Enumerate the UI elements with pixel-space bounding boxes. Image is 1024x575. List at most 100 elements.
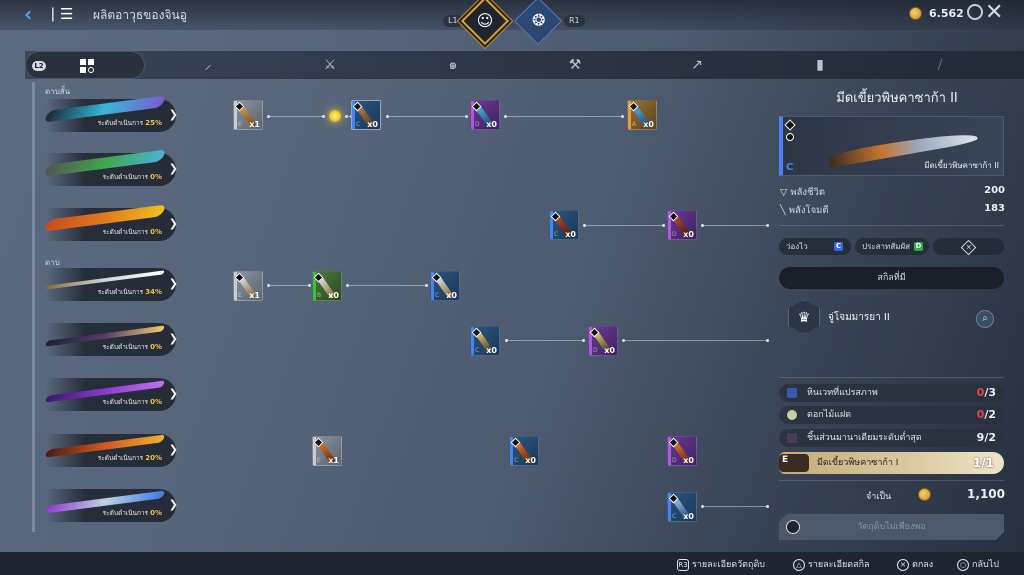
stick-icon: ❘	[47, 6, 59, 22]
weapon-detail-panel: มีดเขี้ยวพิษคาซาก้า II C มีดเขี้ยวพิษคาซ…	[770, 82, 1024, 552]
required-weapon-row[interactable]: E มีดเขี้ยวพิษคาซาก้า I 1/1	[779, 452, 1004, 474]
divider	[779, 480, 1004, 481]
category-claw[interactable]: ๑	[443, 55, 463, 75]
long-sword-icon: ⚔	[323, 57, 337, 73]
character-portrait-icon: ☺	[476, 11, 494, 30]
chevron-right-icon: ❯	[168, 108, 178, 121]
weapon-title: มีดเขี้ยวพิษคาซาก้า II	[836, 91, 958, 106]
stat-hp: ▽ พลังชีวิต 200	[780, 185, 1005, 198]
section-header-sword: ดาบ	[45, 258, 60, 267]
chevron-right-icon: ❯	[168, 332, 178, 345]
weapon-row[interactable]: ระดับดำเนินการ 0% ❯	[43, 204, 178, 241]
attribute-agility: ว่องไว C	[779, 238, 851, 255]
category-shield[interactable]: ▮	[810, 55, 830, 75]
l2-key-badge: L2	[32, 61, 46, 71]
weapon-row[interactable]: ระดับดำเนินการ 0% ❯	[44, 378, 178, 411]
top-bar	[0, 0, 1024, 30]
hint-skill-details[interactable]: △รายละเอียดสกิล	[793, 557, 870, 571]
l1-key-badge: L1	[443, 15, 463, 27]
section-header-dagger: ดาบสั้น	[45, 87, 71, 96]
skill-detail-button[interactable]: ⌕	[976, 310, 994, 328]
tree-link	[701, 224, 769, 227]
tree-link	[386, 115, 468, 118]
weapon-row[interactable]: ระดับดำเนินการ 20% ❯	[44, 434, 178, 467]
list-scrollbar[interactable]	[32, 82, 35, 532]
tree-link	[622, 339, 769, 342]
shadow-emblem-icon: ❂	[532, 10, 546, 30]
category-short-sword[interactable]: ⸝	[198, 55, 218, 75]
craft-button[interactable]: วัตถุดิบไม่เพียงพอ	[779, 514, 1004, 540]
staff-icon: ∕	[937, 57, 943, 73]
chevron-right-icon: ❯	[168, 498, 178, 511]
weapon-preview: C มีดเขี้ยวพิษคาซาก้า II	[779, 116, 1004, 176]
tree-link	[583, 224, 665, 227]
hint-back[interactable]: ○กลับไป	[957, 557, 999, 571]
hint-confirm[interactable]: ✕ตกลง	[897, 557, 933, 571]
chevron-right-icon: ❯	[168, 162, 178, 175]
page-title: ผลิตอาวุธของจินอู	[93, 8, 187, 22]
category-bar: L2 ⸝ ⚔ ๑ ⚒ ↗ ▮ ∕	[25, 51, 1024, 79]
shield-icon: ▮	[816, 57, 824, 73]
weapon-row[interactable]: ระดับดำเนินการ 0% ❯	[44, 323, 178, 356]
timer-icon[interactable]	[967, 4, 983, 20]
category-long-sword[interactable]: ⚔	[320, 55, 340, 75]
all-grid-icon	[80, 59, 94, 73]
material-row[interactable]: ชิ้นส่วนมานาเดียมระดับต่ำสุด 9/2	[779, 429, 1004, 447]
weapon-row[interactable]: ระดับดำเนินการ 34% ❯	[45, 268, 178, 301]
square-button-icon	[786, 520, 800, 534]
chevron-right-icon: ❯	[168, 387, 178, 400]
magic-stone-icon	[787, 388, 797, 398]
attribute-perception: ประสาทสัมผัส D	[855, 238, 929, 255]
tree-link	[701, 505, 769, 508]
tree-link	[505, 339, 585, 342]
category-spear[interactable]: ↗	[687, 55, 707, 75]
material-row[interactable]: ดอกไม้แฝด 0/2	[779, 406, 1004, 424]
category-axe[interactable]: ⚒	[565, 55, 585, 75]
back-button[interactable]: ‹	[24, 4, 40, 24]
gold-amount: 6.562	[929, 7, 964, 20]
category-staff[interactable]: ∕	[930, 55, 950, 75]
sword-stat-icon: ╲	[780, 205, 786, 216]
close-button[interactable]: ✕	[985, 0, 1004, 25]
shield-type-icon	[784, 131, 796, 143]
weapon-row[interactable]: ระดับดำเนินการ 0% ❯	[44, 489, 178, 522]
close-diamond-icon: ✕	[960, 239, 977, 256]
divider	[779, 377, 1004, 378]
weapon-row[interactable]: ระดับดำเนินการ 25% ❯	[43, 95, 178, 132]
tree-link	[267, 284, 311, 287]
manadium-fragment-icon	[787, 433, 797, 443]
twin-flower-icon	[787, 410, 797, 420]
skill-icon[interactable]: ♛	[788, 300, 820, 334]
chevron-right-icon: ❯	[168, 443, 178, 456]
material-row[interactable]: หินเวทที่แปรสภาพ 0/3	[779, 384, 1004, 402]
grade-badge: C	[786, 162, 794, 173]
tree-link	[504, 115, 624, 118]
weapon-row[interactable]: ระดับดำเนินการ 0% ❯	[43, 149, 178, 186]
menu-list-icon[interactable]: ☰	[60, 5, 74, 23]
magnifier-icon: ⌕	[982, 313, 988, 324]
category-all-tab[interactable]: L2	[25, 51, 145, 79]
shield-stat-icon: ▽	[780, 187, 788, 198]
chevron-right-icon: ❯	[168, 217, 178, 230]
axe-icon: ⚒	[568, 57, 582, 73]
skill-name: จู่โจมมารยา II	[828, 312, 890, 323]
tree-link	[267, 115, 325, 118]
divider	[779, 225, 1004, 226]
